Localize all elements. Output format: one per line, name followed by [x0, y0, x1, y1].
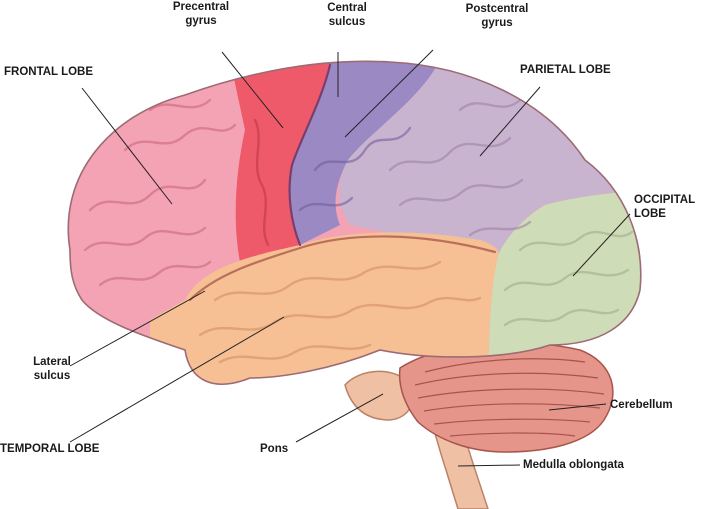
leader-parietal-lobe: [479, 86, 541, 157]
label-lateral-sulcus: Lateral sulcus: [33, 355, 71, 383]
label-precentral-gyrus-line1: Precentral: [172, 1, 230, 13]
label-precentral-gyrus: Precentral gyrus: [173, 0, 229, 28]
cerebellum-folia: [414, 358, 605, 437]
label-postcentral-gyrus-line1: Postcentral: [465, 3, 529, 15]
label-lateral-sulcus-line2: sulcus: [33, 370, 71, 382]
leader-frontal-lobe: [81, 87, 173, 205]
leader-temporal-lobe: [69, 316, 285, 443]
label-frontal-lobe: FRONTAL LOBE: [4, 66, 94, 78]
leader-lines: [69, 49, 631, 467]
label-precentral-gyrus-line2: gyrus: [185, 15, 217, 27]
label-parietal-lobe: PARIETAL LOBE: [520, 64, 611, 76]
label-medulla-oblongata: Medulla oblongata: [523, 459, 624, 471]
leader-postcentral-gyrus: [344, 49, 434, 138]
leader-lateral-sulcus: [69, 290, 206, 367]
label-lateral-sulcus-line1: Lateral: [33, 356, 71, 368]
label-central-sulcus-line2: sulcus: [328, 16, 366, 28]
label-occipital-lobe-line2: LOBE: [634, 208, 666, 220]
label-postcentral-gyrus: Postcentral gyrus: [466, 2, 529, 30]
leader-precentral-gyrus: [221, 51, 284, 129]
label-occipital-lobe: OCCIPITAL LOBE: [634, 193, 695, 221]
label-pons: Pons: [260, 443, 289, 455]
label-central-sulcus: Central sulcus: [327, 1, 367, 29]
label-cerebellum: Cerebellum: [610, 399, 673, 411]
cortex-outline: [67, 60, 642, 385]
label-postcentral-gyrus-line2: gyrus: [481, 17, 513, 29]
lateral-sulcus-line: [188, 235, 497, 302]
leader-occipital-lobe: [572, 213, 631, 277]
precentral-gyrus-region: [230, 61, 330, 262]
sulci-lines: [188, 63, 497, 302]
label-temporal-lobe: TEMPORAL LOBE: [0, 443, 100, 455]
central-sulcus-line: [288, 63, 332, 247]
gyral-folds: [83, 93, 634, 364]
postcentral-gyrus-region: [289, 61, 440, 245]
leader-medulla-oblongata: [457, 464, 521, 467]
label-occipital-lobe-line1: OCCIPITAL: [634, 194, 696, 206]
leader-cerebellum: [548, 403, 607, 411]
label-central-sulcus-line1: Central: [327, 2, 367, 14]
leader-pons: [295, 393, 384, 443]
